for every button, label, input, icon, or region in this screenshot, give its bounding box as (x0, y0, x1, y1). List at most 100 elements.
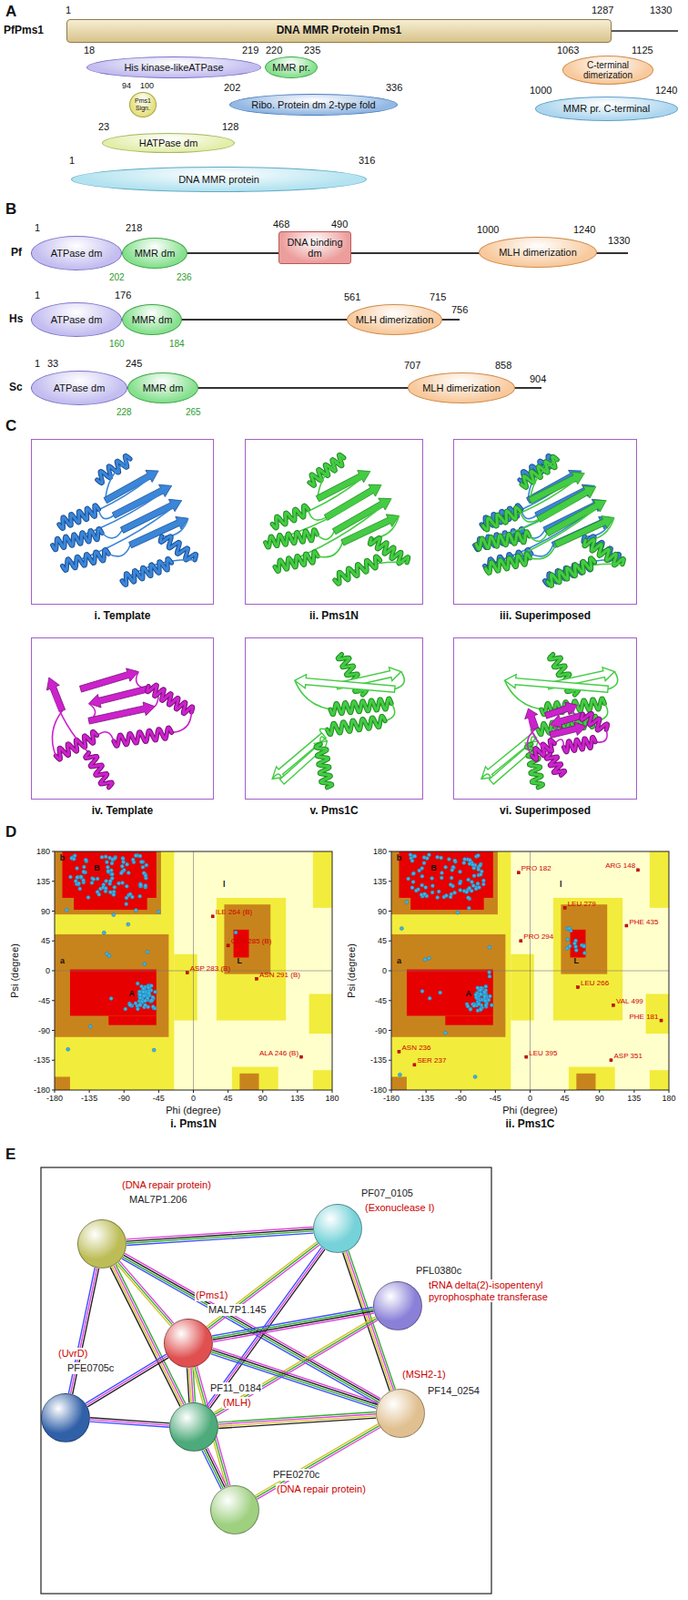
outlier-marker (519, 939, 523, 942)
residue-dot (475, 880, 480, 885)
residue-dot (135, 1006, 140, 1011)
generous-region (309, 992, 333, 1033)
text-label: 90 (40, 906, 51, 915)
residue-dot (105, 951, 110, 955)
tick (388, 1029, 392, 1031)
loop-coil (316, 531, 334, 540)
text-label: 1 (34, 357, 41, 370)
evidence-line (255, 1425, 379, 1498)
outlier-marker (397, 1049, 401, 1053)
residue-dot (448, 881, 453, 886)
residue-dot (467, 858, 472, 862)
text-label: 1000 (476, 223, 499, 236)
tick (296, 1089, 298, 1093)
residue-label: VAL 499 (616, 996, 644, 1005)
network-frame (40, 1166, 492, 1593)
residue-dot (73, 879, 78, 883)
tick (51, 940, 55, 941)
text-label: PfPms1 (3, 24, 44, 38)
interaction-edge (126, 1226, 314, 1245)
residue-label: ASN 236 (401, 1042, 431, 1052)
text-label: -45 (152, 1093, 165, 1103)
ramachandran-plot (388, 850, 669, 1093)
text-label: 1240 (655, 84, 678, 97)
residue-dot (64, 907, 69, 911)
residue-dot (458, 887, 463, 891)
text-label: 45 (377, 936, 387, 945)
residue-dot (124, 883, 129, 888)
tick (262, 1089, 264, 1093)
residue-dot (476, 867, 481, 871)
domain-ellipse: MMR pr. (264, 56, 318, 79)
text-label: 135 (373, 876, 387, 885)
text-label: 1063 (556, 44, 579, 57)
outlier-marker (612, 1002, 616, 1006)
core-region (570, 929, 587, 958)
protein-cartoon (454, 439, 636, 603)
text-label: -45 (489, 1093, 502, 1103)
domain-box: DNA binding dm (278, 231, 352, 264)
residue-dot (156, 909, 161, 913)
helix (545, 557, 596, 585)
outlier-marker (659, 1018, 663, 1022)
loop-coil (317, 542, 343, 557)
outlier-marker (413, 1062, 416, 1066)
residue-dot (153, 989, 158, 993)
domain-label: DNA MMR Protein Pms1 (276, 24, 403, 37)
loop-coil (394, 671, 405, 689)
plot-caption: i. Pms1N (170, 1117, 217, 1131)
residue-dot (427, 852, 432, 857)
residue-dot (481, 881, 486, 886)
text-label: l (222, 879, 226, 889)
residue-dot (126, 921, 131, 926)
text-label: 219 (242, 44, 259, 57)
residue-dot (423, 891, 427, 896)
text-label: B (93, 862, 101, 872)
text-label: 707 (404, 359, 421, 372)
residue-dot (476, 1001, 481, 1005)
residue-dot (145, 995, 150, 1000)
domain-ellipse: ATPase dm (30, 370, 128, 405)
tick (51, 970, 55, 972)
text-label: L (237, 955, 243, 965)
residue-dot (444, 1030, 448, 1034)
helix (547, 557, 596, 587)
domain-ellipse: HATPase dm (101, 132, 235, 153)
domain-ellipse: MMR dm (121, 237, 188, 269)
generous-region (173, 953, 197, 1021)
beta-strand (80, 667, 140, 692)
text-label: 235 (303, 44, 321, 57)
residue-dot (582, 951, 587, 955)
protein-node: PFL0380ctRNA delta(2)-isopentenyl pyroph… (373, 1280, 423, 1330)
text-label: 180 (373, 847, 387, 856)
panel-caption: i. Template (94, 608, 152, 622)
loop-coil (172, 711, 193, 732)
residue-dot (81, 864, 86, 869)
domain-ellipse: MMR dm (121, 303, 183, 335)
text-label: a (60, 955, 65, 965)
allowed-region (54, 850, 162, 914)
residue-label: PRO 182 (521, 863, 552, 872)
text-label: 90 (595, 1093, 605, 1103)
residue-dot (138, 893, 142, 898)
loop-coil (101, 529, 122, 538)
helix (326, 715, 385, 734)
residue-dot (112, 856, 117, 860)
loop-coil (384, 703, 395, 721)
text-label: L (574, 955, 580, 965)
domain-ellipse: MLH dimerization (346, 303, 443, 335)
tick (668, 1089, 670, 1093)
interaction-edge (218, 1411, 377, 1428)
text-label: 1125 (631, 44, 654, 57)
tick (51, 1089, 55, 1091)
text-label: 202 (109, 272, 125, 284)
loop-coil (51, 710, 62, 756)
helix (59, 505, 100, 529)
residue-dot (139, 882, 143, 887)
plot-border (391, 850, 669, 1090)
panel-caption: v. Pms1C (309, 803, 358, 817)
residue-label: LEU 395 (528, 1048, 557, 1057)
helix (475, 531, 530, 549)
helix (97, 455, 131, 483)
beta-strand (294, 674, 395, 693)
